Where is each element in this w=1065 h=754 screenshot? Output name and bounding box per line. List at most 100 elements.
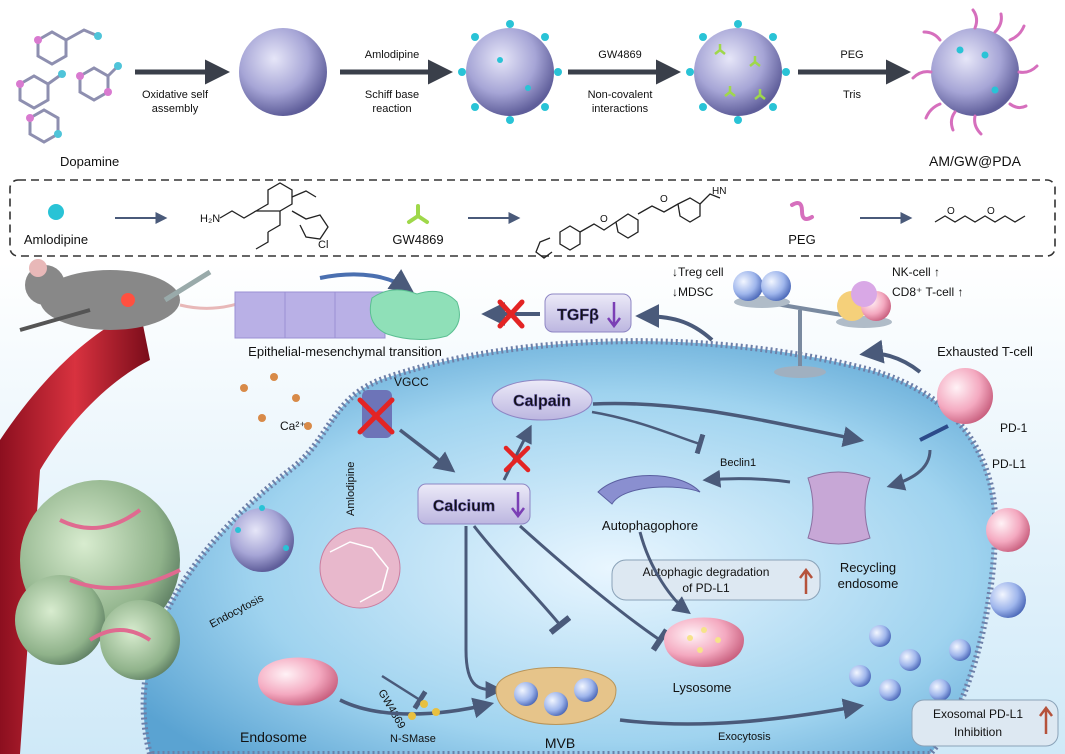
exo-label-1: Exosomal PD-L1 (933, 707, 1023, 721)
peg-structure (934, 215, 1026, 223)
product-label: AM/GW@PDA (929, 153, 1022, 169)
mvb-vesicles (514, 678, 598, 716)
am-gw-pda-nanoparticle (686, 20, 790, 124)
calcium-box (417, 483, 531, 525)
autophagophore-label: Autophagophore (602, 518, 698, 533)
exhausted-tcell (937, 368, 993, 424)
calcium-to-mvb-arrow (464, 526, 504, 699)
step4-label-2: Tris (843, 89, 861, 101)
peg-legend-icon (790, 201, 814, 221)
dopamine-molecules (18, 28, 120, 144)
calcium-inhibits-exocytosis (518, 524, 670, 652)
laser-probe (19, 308, 91, 332)
step4-label-1: PEG (840, 49, 863, 61)
balance-scale (733, 271, 892, 378)
mechanism-panel: Epithelial-mesenchymal transition TGFβ ↓… (0, 259, 1065, 754)
step3-label-3: interactions (592, 103, 649, 115)
amlodipine-legend-icon (48, 204, 64, 220)
tumor-cell-membrane (140, 338, 999, 754)
exocytosis-label: Exocytosis (718, 731, 771, 743)
mvb-to-exocytosis-arrow (619, 698, 865, 726)
tgfb-down-arrow (607, 302, 621, 329)
calcium-ion-label: Ca²⁺ (280, 419, 306, 433)
exhausted-tcell-label: Exhausted T-cell (937, 344, 1033, 359)
chem-o-2: O (660, 194, 668, 205)
autophagophore-to-lysosome-arrow (638, 531, 691, 615)
tgfb-box (544, 293, 632, 333)
recycling-label-2: endosome (838, 576, 899, 591)
autodeg-label-1: Autophagic degradation (643, 565, 770, 579)
mvb-label: MVB (545, 735, 575, 751)
emt-arrow (319, 269, 414, 293)
amlodipine-structure (219, 182, 329, 250)
lysosome-particles (687, 627, 721, 653)
pdl1-to-endosome-arrow (886, 449, 932, 491)
gw4869-inhibits-nsmase (381, 674, 428, 710)
gw4869-structure (535, 193, 721, 259)
syringe (163, 269, 212, 303)
treg-label: ↓Treg cell (672, 265, 724, 279)
recycling-label-1: Recycling (840, 560, 896, 575)
exo-label-2: Inhibition (954, 725, 1002, 739)
autophagic-degradation-box (611, 559, 821, 601)
calpain-to-pdl1-arrow (592, 401, 865, 448)
pdl1-label: PD-L1 (992, 457, 1026, 471)
legend-panel: Amlodipine H₂N Cl GW4869 O O (9, 179, 1056, 259)
pd1-label: PD-1 (1000, 421, 1028, 435)
exosome-secondary (990, 582, 1026, 618)
epithelial-cells (234, 291, 386, 339)
autodeg-up-arrow (799, 567, 813, 594)
recycling-endosome (807, 471, 871, 545)
amlodipine-vertical-label: Amlodipine (345, 462, 357, 516)
exosomal-inhibition-box (911, 699, 1059, 747)
nsmase-label: N-SMase (390, 733, 436, 745)
legend-gw4869-label: GW4869 (392, 232, 443, 247)
legend-amlodipine-label: Amlodipine (24, 232, 88, 247)
vgcc-block-mark (357, 397, 395, 435)
nk-label: NK-cell ↑ (892, 265, 940, 279)
blood-vessel (0, 310, 150, 754)
lysosome-label: Lysosome (673, 680, 732, 695)
ceramide-dots (408, 700, 440, 720)
chem-o-4: O (987, 206, 995, 217)
step3-label-1: GW4869 (598, 49, 641, 61)
cd8-label: CD8⁺ T-cell ↑ (892, 285, 963, 299)
scale-to-tgfb-arrow (635, 304, 714, 342)
tumor-mass (15, 480, 181, 680)
pda-nanoparticle (239, 28, 327, 116)
autophagophore (597, 475, 701, 505)
exosomes (849, 625, 971, 701)
degrading-nanoparticle (319, 527, 401, 609)
calcium-label: Calcium (433, 498, 495, 515)
dopamine-label: Dopamine (60, 154, 119, 169)
chem-o-1: O (600, 214, 608, 225)
endosome-to-autophagophore-arrow (702, 469, 791, 488)
beclin1-label: Beclin1 (720, 457, 756, 469)
gw4869-legend-icon (407, 204, 429, 224)
endosome (258, 657, 338, 706)
emt-block-mark (497, 299, 525, 329)
exo-up-arrow (1039, 705, 1053, 734)
step1-label-1: Oxidative self (142, 89, 209, 101)
legend-peg-label: PEG (788, 232, 815, 247)
chem-nh2: H₂N (200, 213, 220, 225)
calpain-box (491, 379, 593, 421)
synthesis-panel: Dopamine Oxidative self assembly Amlodip… (16, 8, 1039, 169)
mesenchymal-cells (369, 289, 460, 340)
calcium-inhibits-mvb (472, 525, 572, 635)
am-pda-nanoparticle (458, 20, 562, 124)
calpain-inhibits-beclin1 (591, 410, 706, 455)
endosome-label: Endosome (240, 729, 307, 745)
step3-label-2: Non-covalent (588, 89, 653, 101)
step2-label-2: Schiff base (365, 89, 419, 101)
step1-label-2: assembly (152, 103, 199, 115)
pd1-pdl1-bond (919, 424, 949, 442)
vgcc-label: VGCC (394, 375, 429, 389)
calcium-to-calpain-arrow (502, 424, 532, 481)
chem-cl: Cl (318, 239, 328, 251)
emt-label: Epithelial-mesenchymal transition (248, 344, 442, 359)
calcium-down-arrow (511, 492, 525, 519)
tgfb-label: TGFβ (557, 307, 599, 324)
tcell-to-scale-arrow (859, 339, 922, 374)
